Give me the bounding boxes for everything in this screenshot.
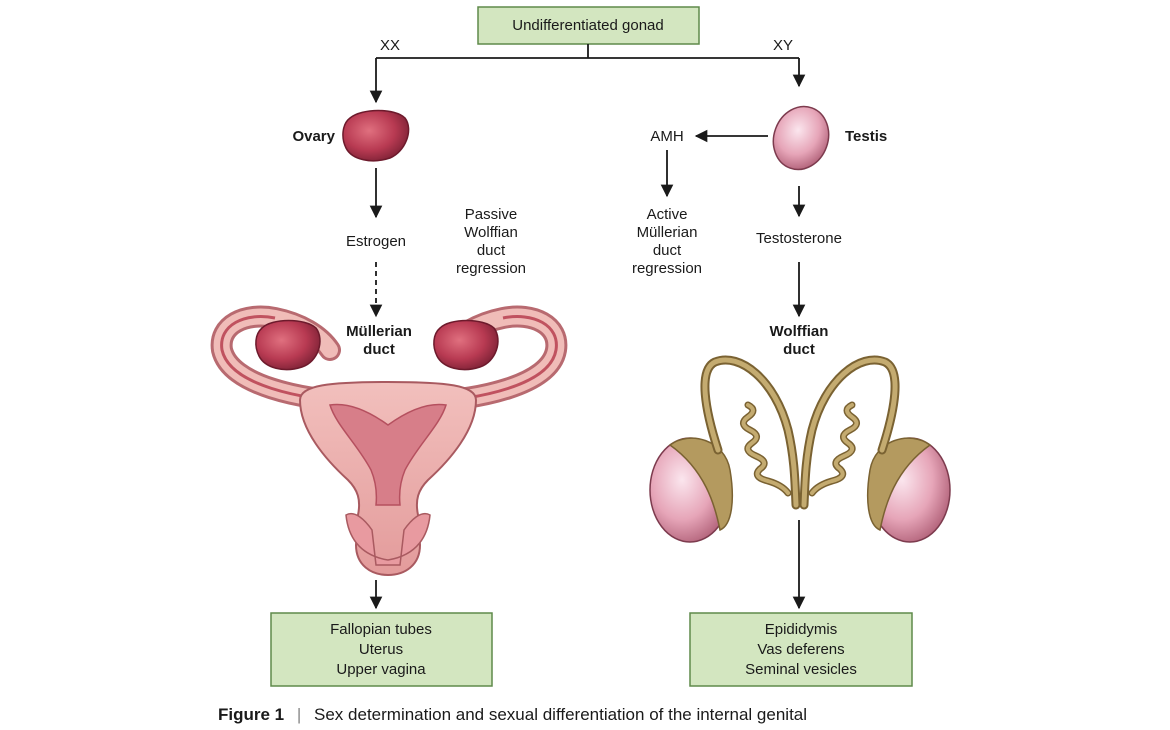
uterus-illustration xyxy=(210,305,568,577)
active-mullerian-regression-label: Active Müllerian duct regression xyxy=(632,206,702,277)
wolffian-line-2: duct xyxy=(783,341,815,358)
outcome-seminal-vesicles: Seminal vesicles xyxy=(745,661,857,678)
mullerian-line-2: duct xyxy=(363,341,395,358)
xx-label: XX xyxy=(380,37,400,54)
female-outcome-text: Fallopian tubes Uterus Upper vagina xyxy=(330,621,432,678)
figure-caption: Figure 1 | Sex determination and sexual … xyxy=(218,705,807,724)
testis-icon xyxy=(772,105,830,171)
estrogen-label: Estrogen xyxy=(346,233,406,250)
mullerian-line-1: Müllerian xyxy=(346,323,412,340)
female-outcome-box xyxy=(270,612,493,687)
ovary-icon xyxy=(342,109,410,162)
outcome-fallopian-tubes: Fallopian tubes xyxy=(330,621,432,638)
svg-text:Figure 1 | Sex det: Figure 1 | Sex determination and sexual … xyxy=(218,705,807,724)
regression-line-4: regression xyxy=(456,260,526,277)
regression-line-2: Müllerian xyxy=(637,224,698,241)
testosterone-label: Testosterone xyxy=(756,230,842,247)
caption-label: Figure 1 xyxy=(218,705,284,724)
outcome-epididymis: Epididymis xyxy=(765,621,838,638)
outcome-upper-vagina: Upper vagina xyxy=(336,661,426,678)
outcome-uterus: Uterus xyxy=(359,641,403,658)
ovary-label: Ovary xyxy=(292,128,335,145)
mullerian-duct-label: Müllerian duct xyxy=(346,323,412,358)
caption-text: Sex determination and sexual differentia… xyxy=(314,705,807,724)
amh-label: AMH xyxy=(650,128,683,145)
regression-line-1: Active xyxy=(647,206,688,223)
top-box xyxy=(477,6,700,45)
regression-line-3: duct xyxy=(477,242,506,259)
xy-label: XY xyxy=(773,37,793,54)
regression-line-1: Passive xyxy=(465,206,518,223)
regression-line-2: Wolffian xyxy=(464,224,518,241)
top-box-label: Undifferentiated gonad xyxy=(512,17,664,34)
wolffian-line-1: Wolffian xyxy=(770,323,829,340)
branch-line xyxy=(376,44,799,59)
outcome-vas-deferens: Vas deferens xyxy=(757,641,844,658)
male-outcome-box xyxy=(689,612,913,687)
caption-separator: | xyxy=(297,705,301,724)
regression-line-4: regression xyxy=(632,260,702,277)
testis-label: Testis xyxy=(845,128,887,145)
regression-line-3: duct xyxy=(653,242,682,259)
male-outcome-text: Epididymis Vas deferens Seminal vesicles xyxy=(745,621,857,678)
wolffian-duct-label: Wolffian duct xyxy=(770,323,829,358)
passive-wolffian-regression-label: Passive Wolffian duct regression xyxy=(456,206,526,277)
wolffian-duct-illustration xyxy=(649,355,951,543)
